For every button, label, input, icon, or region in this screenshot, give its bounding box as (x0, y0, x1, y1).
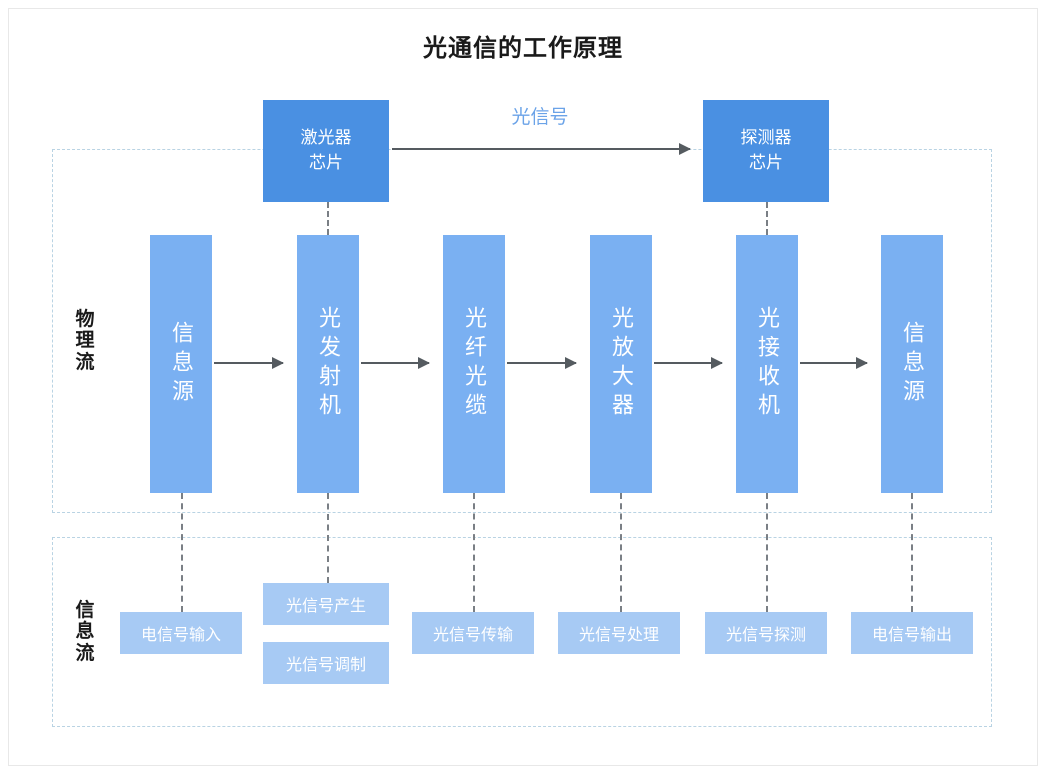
box-laser-chip-line1: 激光器 (300, 128, 352, 148)
box-detector-chip-line1: 探测器 (740, 128, 792, 148)
box-process-2[interactable]: 光纤光缆 (443, 235, 505, 493)
box-info-1[interactable]: 光信号产生 (263, 583, 389, 625)
box-process-4[interactable]: 光接收机 (736, 235, 798, 493)
box-process-3-label: 光放大器 (609, 306, 634, 422)
box-process-5-label: 信息源 (900, 320, 925, 408)
connector-process-5-to-info (911, 493, 913, 612)
page-title: 光通信的工作原理 (423, 35, 623, 62)
connector-process-3-to-info (620, 493, 622, 612)
arrow-process-4-5 (800, 357, 868, 369)
connector-process-0-to-info (181, 493, 183, 612)
box-process-5[interactable]: 信息源 (881, 235, 943, 493)
box-info-4[interactable]: 光信号处理 (558, 612, 680, 654)
box-detector-chip[interactable]: 探测器 芯片 (703, 100, 829, 202)
label-information-flow: 信息流 (75, 600, 95, 664)
box-laser-chip-line2: 芯片 (309, 153, 343, 172)
box-info-6[interactable]: 电信号输出 (851, 612, 973, 654)
box-info-6-label: 电信号输出 (871, 627, 952, 644)
box-laser-chip-text: 激光器 芯片 (263, 126, 389, 175)
box-info-3-label: 光信号传输 (432, 627, 513, 644)
connector-laser-to-transmitter (327, 202, 329, 235)
box-process-4-label: 光接收机 (755, 306, 780, 422)
box-process-0[interactable]: 信息源 (150, 235, 212, 493)
arrow-process-1-2 (361, 357, 430, 369)
box-detector-chip-line2: 芯片 (749, 153, 783, 172)
connector-process-2-to-info (473, 493, 475, 612)
box-process-3[interactable]: 光放大器 (590, 235, 652, 493)
box-process-0-label: 信息源 (169, 320, 194, 408)
arrow-process-3-4 (654, 357, 723, 369)
arrow-optical-signal (392, 143, 691, 155)
box-info-0[interactable]: 电信号输入 (120, 612, 242, 654)
box-info-0-label: 电信号输入 (140, 627, 221, 644)
box-info-5[interactable]: 光信号探测 (705, 612, 827, 654)
box-info-2-label: 光信号调制 (285, 657, 366, 674)
arrow-process-2-3 (507, 357, 577, 369)
group-information-flow (52, 537, 992, 727)
box-info-4-label: 光信号处理 (578, 627, 659, 644)
box-laser-chip[interactable]: 激光器 芯片 (263, 100, 389, 202)
box-process-2-label: 光纤光缆 (462, 306, 487, 422)
box-info-2[interactable]: 光信号调制 (263, 642, 389, 684)
label-optical-signal: 光信号 (511, 107, 569, 128)
box-process-1-label: 光发射机 (316, 306, 341, 422)
connector-process-4-to-info (766, 493, 768, 612)
connector-detector-to-receiver (766, 202, 768, 235)
box-info-1-label: 光信号产生 (285, 598, 366, 615)
box-process-1[interactable]: 光发射机 (297, 235, 359, 493)
connector-process-1-to-info (327, 493, 329, 583)
arrow-process-0-1 (214, 357, 284, 369)
label-physical-flow: 物理流 (75, 309, 95, 373)
box-info-5-label: 光信号探测 (725, 627, 806, 644)
box-info-3[interactable]: 光信号传输 (412, 612, 534, 654)
box-detector-chip-text: 探测器 芯片 (703, 126, 829, 175)
